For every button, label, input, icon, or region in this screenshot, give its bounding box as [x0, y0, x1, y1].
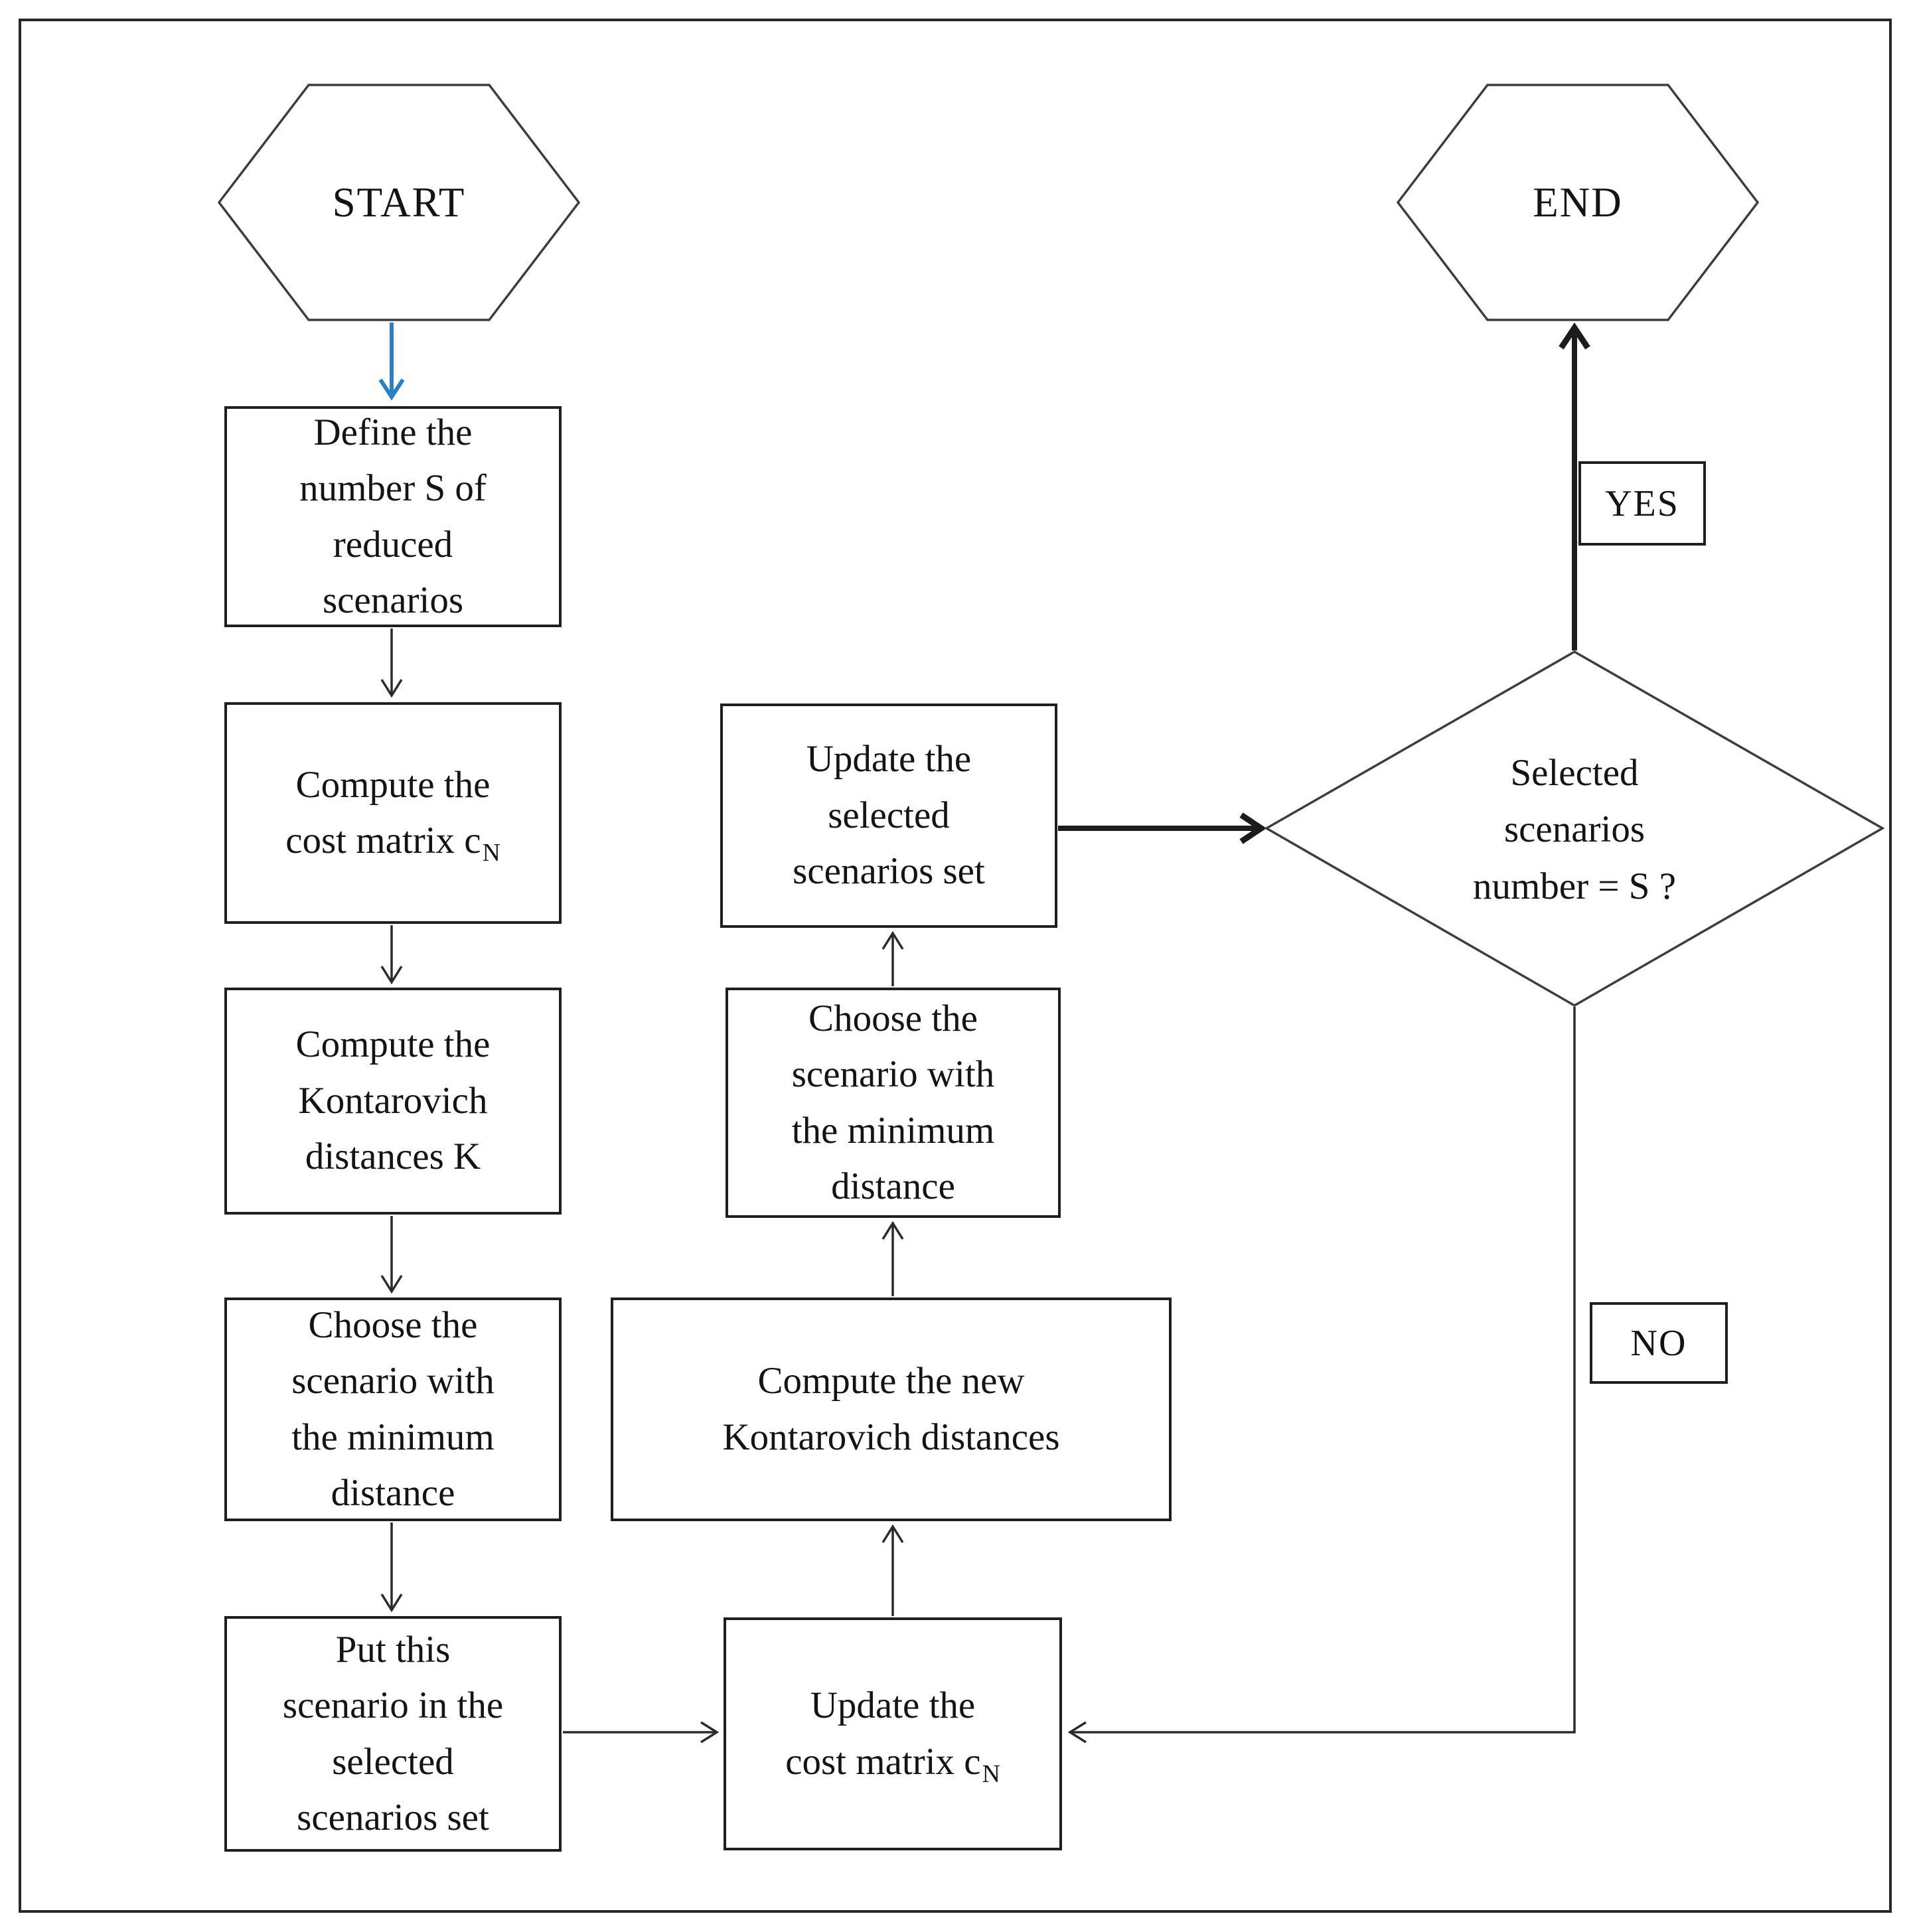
start-hexagon	[217, 84, 581, 321]
update-cost-matrix-box: Update the cost matrix cN	[724, 1617, 1062, 1850]
end-hexagon	[1396, 84, 1760, 321]
arrow-decision-no-to-updatecost	[1067, 1007, 1576, 1744]
no-branch-label: NO	[1590, 1302, 1728, 1384]
outer-border	[19, 19, 1892, 1913]
compute-cost-matrix-box: Compute the cost matrix cN	[224, 702, 562, 924]
define-scenarios-box: Define the number S of reduced scenarios	[224, 406, 562, 627]
choose-minimum-box-2: Choose the scenario with the minimum dis…	[726, 988, 1061, 1218]
start-label: START	[332, 179, 466, 226]
update-selected-set-box: Update the selected scenarios set	[720, 704, 1057, 928]
decision-diamond	[1264, 650, 1885, 1007]
decision-label: Selected scenarios number = S ?	[1472, 751, 1676, 907]
choose-minimum-box: Choose the scenario with the minimum dis…	[224, 1298, 562, 1521]
compute-new-kontarovich-box: Compute the new Kontarovich distances	[611, 1298, 1172, 1521]
end-label: END	[1533, 179, 1623, 226]
yes-branch-label: YES	[1578, 461, 1706, 546]
put-scenario-box: Put this scenario in the selected scenar…	[224, 1616, 562, 1852]
compute-kontarovich-box: Compute the Kontarovich distances K	[224, 988, 562, 1215]
